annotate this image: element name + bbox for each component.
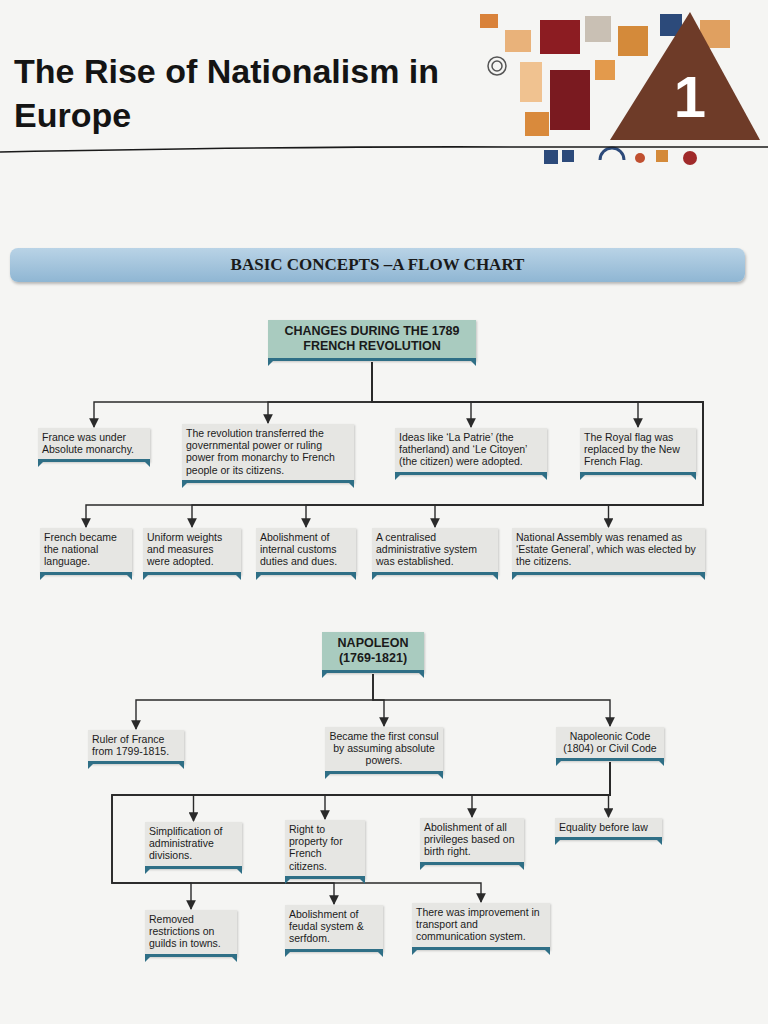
deco-square [505,30,531,52]
flow-arrow [373,674,610,726]
node-text: Ruler of France from 1799-1815. [92,733,180,757]
deco-square [480,14,498,28]
node-text: Uniform weights and measures were adopte… [147,531,237,568]
deco-square [540,20,580,54]
deco-square [656,150,668,162]
fact-box: Abolishment of all privileges based on b… [420,818,524,865]
fact-box: French became the national language. [40,528,132,575]
heading-box: CHANGES DURING THE 1789 FRENCH REVOLUTIO… [268,320,476,361]
deco-dot [683,151,697,165]
chapter-number: 1 [660,68,720,126]
node-text: Simplification of administrative divisio… [149,825,238,862]
deco-ring [492,61,502,71]
node-text: CHANGES DURING THE 1789 FRENCH REVOLUTIO… [274,324,470,354]
fact-box: Ruler of France from 1799-1815. [88,730,184,764]
fact-box: National Assembly was renamed as ‘Estate… [512,528,705,575]
fact-box: There was improvement in transport and c… [412,903,550,950]
section-band: BASIC CONCEPTS –A FLOW CHART [10,248,745,282]
node-text: Right to property for French citizens. [289,823,361,872]
flow-arrow [372,362,638,427]
deco-square [550,70,590,130]
fact-box: Uniform weights and measures were adopte… [143,528,241,575]
deco-square [595,60,615,80]
fact-box: Equality before law [555,818,662,840]
heading-box: NAPOLEON (1769-1821) [322,632,424,673]
fact-box: Right to property for French citizens. [285,820,365,879]
flow-arrow [112,762,610,904]
node-text: Became the first consul by assuming abso… [329,730,439,767]
deco-arc [600,148,624,160]
flow-arrow [372,362,703,527]
fact-box: Abolishment of internal customs duties a… [256,528,356,575]
node-text: National Assembly was renamed as ‘Estate… [516,531,701,568]
deco-dot [635,153,645,163]
node-text: France was under Absolute monarchy. [42,431,146,455]
deco-square [618,26,648,56]
fact-box: Napoleonic Code (1804) or Civil Code [556,727,664,761]
fact-box: Ideas like ‘La Patrie’ (the fatherland) … [395,428,547,475]
deco-square [525,112,549,136]
node-text: Ideas like ‘La Patrie’ (the fatherland) … [399,431,543,468]
page-title: The Rise of Nationalism in Europe [14,50,454,137]
title-rule [0,147,768,152]
fact-box: Removed restrictions on guilds in towns. [145,910,237,957]
flow-arrow [472,762,610,817]
fact-box: A centralised administrative system was … [372,528,498,575]
fact-box: Abolishment of feudal system & serfdom. [285,905,383,952]
flow-arrow [268,362,372,423]
node-text: The revolution transferred the governmen… [186,427,350,476]
flow-arrow [372,362,703,527]
node-text: Equality before law [559,821,658,833]
fact-box: Became the first consul by assuming abso… [325,727,443,774]
deco-square [544,150,558,164]
fact-box: Simplification of administrative divisio… [145,822,242,869]
deco-square [520,62,542,102]
flow-arrow [94,362,372,427]
fact-box: The Royal flag was replaced by the New F… [580,428,696,475]
deco-ring [488,57,506,75]
node-text: NAPOLEON (1769-1821) [328,636,418,666]
flow-arrow [112,762,610,902]
node-text: BASIC CONCEPTS –A FLOW CHART [20,255,735,275]
node-text: Removed restrictions on guilds in towns. [149,913,233,950]
node-text: The Royal flag was replaced by the New F… [584,431,692,468]
flow-arrow [372,362,471,427]
flow-arrow [112,762,610,909]
node-text: A centralised administrative system was … [376,531,494,568]
node-text: Napoleonic Code (1804) or Civil Code [560,730,660,754]
node-text: There was improvement in transport and c… [416,906,546,943]
deco-square [562,150,574,162]
flow-arrow [86,362,703,527]
flow-arrow [136,674,373,729]
node-text: Abolishment of all privileges based on b… [424,821,520,858]
fact-box: The revolution transferred the governmen… [182,424,354,483]
flow-arrow [306,362,703,527]
node-text: French became the national language. [44,531,128,568]
deco-square [585,16,611,42]
chapter-triangle [610,12,760,140]
node-text: Abolishment of internal customs duties a… [260,531,352,568]
fact-box: France was under Absolute monarchy. [38,428,150,462]
node-text: Abolishment of feudal system & serfdom. [289,908,379,945]
